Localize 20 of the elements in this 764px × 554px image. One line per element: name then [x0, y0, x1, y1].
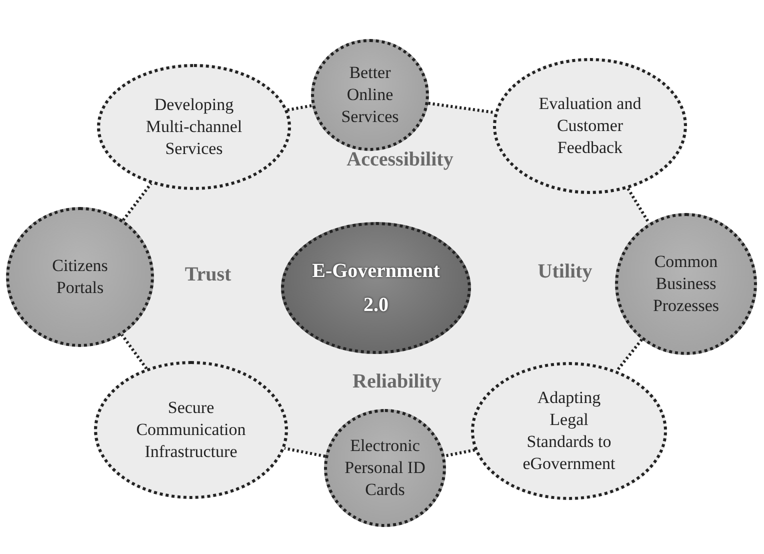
category-label: Reliability — [352, 370, 442, 394]
node-label: Developing Multi-channel Services — [144, 94, 244, 160]
node-label: Adapting Legal Standards to eGovernment — [522, 387, 616, 475]
dotted-connector — [428, 102, 496, 114]
category-label: Utility — [538, 260, 592, 284]
node-label: Evaluation and Customer Feedback — [538, 93, 642, 159]
category-label: Trust — [184, 264, 232, 286]
node-label: Better Online Services — [340, 62, 400, 128]
dotted-connector — [122, 182, 152, 222]
dotted-connector — [120, 334, 148, 370]
node-label: E-Government 2.0 — [311, 259, 441, 318]
node-label: Common Business Prozesses — [652, 251, 720, 317]
dotted-connector — [616, 338, 643, 372]
node-label: Citizens Portals — [51, 255, 109, 299]
node-label: Electronic Personal ID Cards — [344, 435, 426, 501]
node-label: Secure Communication Infrastructure — [135, 397, 247, 463]
category-label: Accessibility — [346, 148, 454, 172]
dotted-connector — [626, 188, 650, 224]
dotted-connector — [444, 448, 476, 458]
dotted-connector — [287, 104, 312, 112]
